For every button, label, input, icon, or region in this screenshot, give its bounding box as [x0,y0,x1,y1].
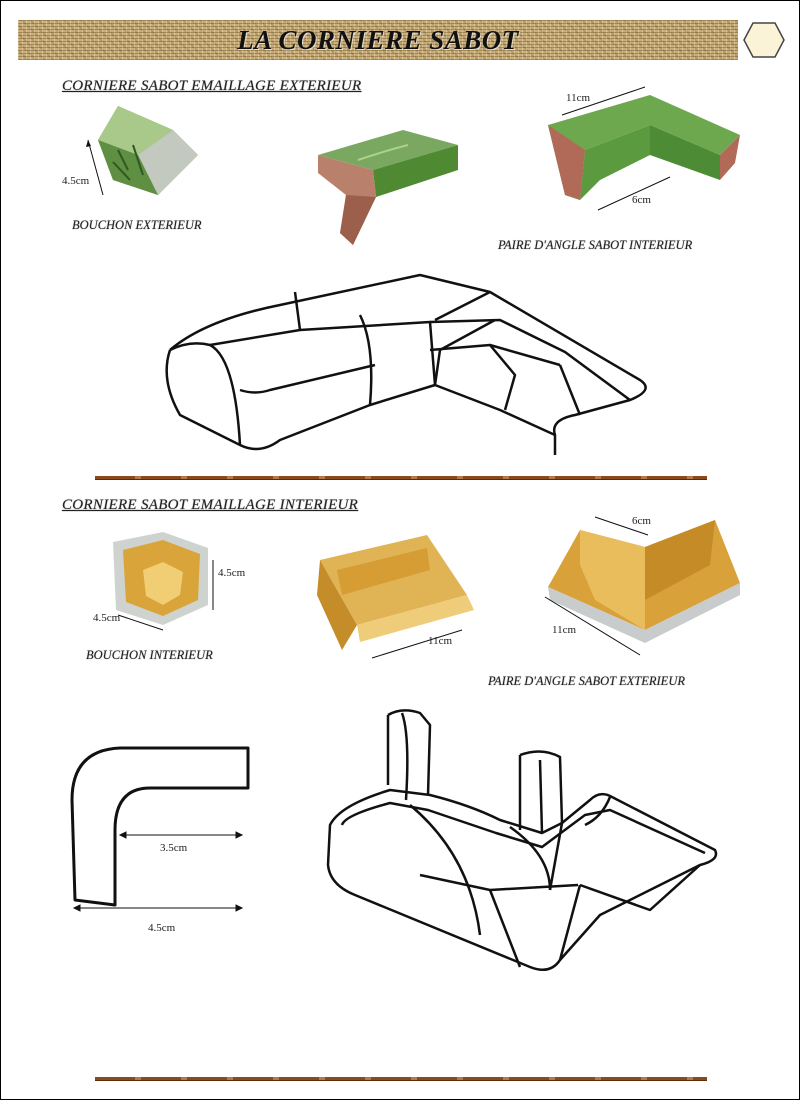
paire-angle-interieur-caption: PAIRE D'ANGLE SABOT INTERIEUR [498,238,693,252]
title-banner: LA CORNIERE SABOT [18,20,738,60]
straight-piece-dim: 11cm [428,635,453,647]
hexagon-icon[interactable] [742,20,786,60]
exterior-assembly-drawing [165,273,647,455]
paire-angle-interieur-dim-long: 11cm [566,92,591,104]
paire-angle-exterieur-caption: PAIRE D'ANGLE SABOT EXTERIEUR [488,674,685,688]
interior-assembly-drawing [326,709,718,972]
bouchon-exterieur-photo [86,106,198,196]
page-title: LA CORNIERE SABOT [237,24,519,55]
straight-piece-green-photo [318,130,458,245]
bouchon-interieur-caption: BOUCHON INTERIEUR [86,648,213,662]
bouchon-interieur-dim-width: 4.5cm [93,612,121,624]
paire-angle-interieur-photo [548,86,740,211]
profile-dim-outer: 4.5cm [148,922,176,934]
section-title-interior: CORNIERE SABOT EMAILLAGE INTERIEUR [62,497,359,513]
section-divider-2 [95,1077,707,1081]
section-divider-1 [95,476,707,480]
bouchon-exterieur-dim: 4.5cm [62,175,90,187]
paire-angle-exterieur-dim-short: 6cm [632,515,651,527]
profile-section-drawing [70,746,250,912]
section-title-exterior: CORNIERE SABOT EMAILLAGE EXTERIEUR [62,78,362,94]
paire-angle-interieur-dim-short: 6cm [632,194,651,206]
paire-angle-exterieur-dim-long: 11cm [552,624,577,636]
bouchon-exterieur-caption: BOUCHON EXTERIEUR [72,218,202,232]
straight-piece-yellow-photo [317,535,474,659]
bouchon-interieur-photo [113,532,214,631]
paire-angle-exterieur-photo [544,516,740,656]
bouchon-interieur-dim-height: 4.5cm [218,567,246,579]
profile-dim-inner: 3.5cm [160,842,188,854]
